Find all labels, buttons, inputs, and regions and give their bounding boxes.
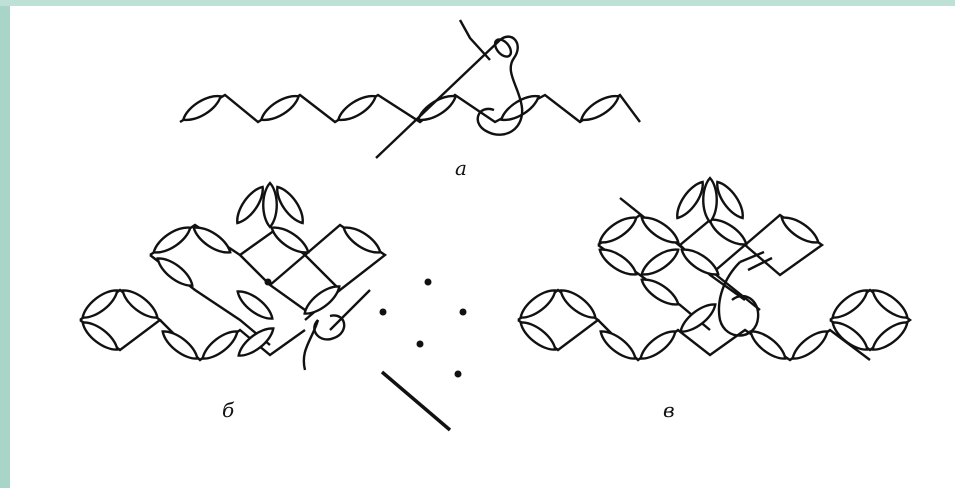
needle-a bbox=[376, 20, 522, 158]
zigzag-row-a bbox=[180, 95, 640, 122]
label-b: б bbox=[222, 398, 235, 422]
label-c: в bbox=[663, 398, 675, 422]
needle-c bbox=[719, 252, 772, 336]
needle-b bbox=[304, 290, 450, 430]
label-a: а bbox=[455, 156, 467, 180]
zigzag-leaves-a bbox=[180, 91, 622, 126]
